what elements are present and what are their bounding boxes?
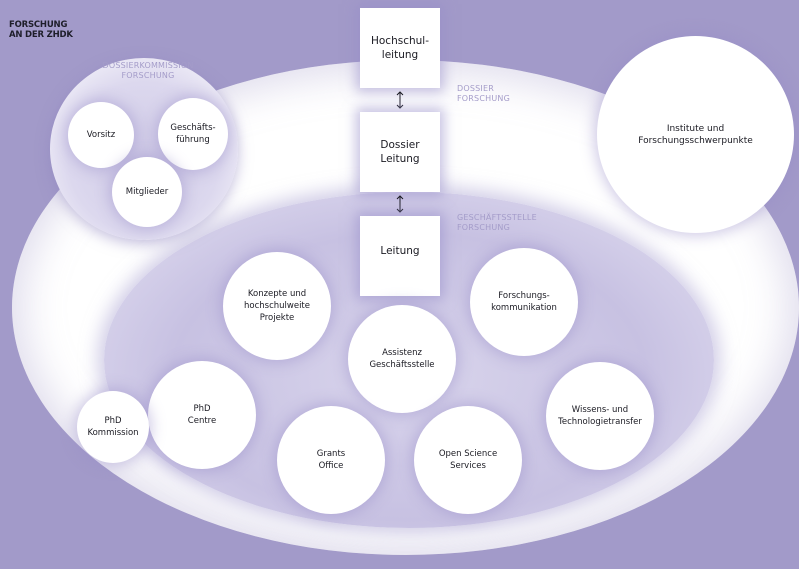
node-wissenstransfer[interactable]: Wissens- und Technologietransfer [546,362,654,470]
node-open-science[interactable]: Open Science Services [414,406,522,514]
node-label: Grants Office [316,449,346,471]
title-line-1: FORSCHUNG [9,20,68,30]
node-forschungskommunikation[interactable]: Forschungs- kommunikation [470,248,578,356]
diagram-title: FORSCHUNG AN DER ZHDK [9,20,73,40]
dossierkommission-label: DOSSIERKOMMISSION FORSCHUNG [102,61,194,80]
node-label: Hochschul- leitung [370,35,429,61]
node-label: Vorsitz [86,130,116,140]
node-grants-office[interactable]: Grants Office [277,406,385,514]
double-arrow-icon [396,195,404,213]
node-konzepte[interactable]: Konzepte und hochschulweite Projekte [223,252,331,360]
node-label: Forschungs- kommunikation [491,291,557,313]
node-label: Wissens- und Technologietransfer [558,405,642,427]
node-label: PhD Kommission [87,416,139,438]
node-label: Geschäfts- führung [170,123,216,145]
node-label: Assistenz Geschäftsstelle [369,348,435,370]
node-label: Leitung [380,245,420,257]
node-label: Dossier Leitung [380,139,420,165]
geschaeftsstelle-label: GESCHÄFTSSTELLE FORSCHUNG [457,213,537,232]
title-line-2: AN DER ZHDK [9,30,73,40]
node-dossier-leitung[interactable]: Dossier Leitung [360,112,440,192]
node-label: Konzepte und hochschulweite Projekte [244,289,310,323]
node-institute[interactable]: Institute und Forschungsschwerpunkte [597,36,794,233]
node-label: Mitglieder [125,187,169,197]
node-leitung[interactable]: Leitung [360,216,440,296]
node-hochschulleitung[interactable]: Hochschul- leitung [360,8,440,88]
node-assistenz[interactable]: Assistenz Geschäftsstelle [348,305,456,413]
node-label: PhD Centre [187,404,217,426]
dossier-forschung-label: DOSSIER FORSCHUNG [457,84,510,103]
node-phd-kommission[interactable]: PhD Kommission [77,391,149,463]
node-mitglieder[interactable]: Mitglieder [112,157,182,227]
node-geschaeftsfuehrung[interactable]: Geschäfts- führung [158,98,228,170]
node-vorsitz[interactable]: Vorsitz [68,102,134,168]
node-label: Institute und Forschungsschwerpunkte [638,123,753,146]
double-arrow-icon [396,91,404,109]
node-phd-centre[interactable]: PhD Centre [148,361,256,469]
node-label: Open Science Services [438,449,498,471]
